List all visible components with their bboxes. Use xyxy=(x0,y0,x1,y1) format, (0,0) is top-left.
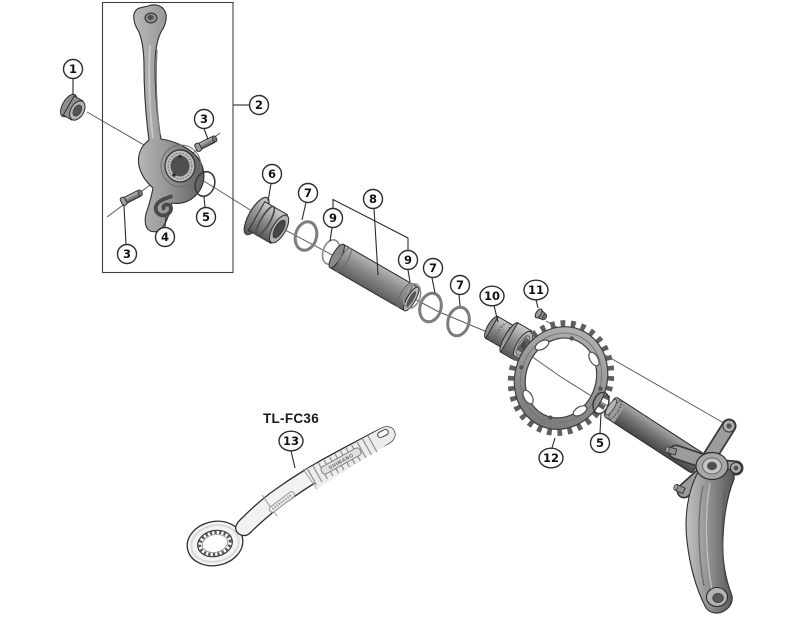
leader-11 xyxy=(535,299,539,309)
chainring-mount-holes xyxy=(519,336,603,420)
callout-7a: 7 xyxy=(297,182,319,204)
svg-text:2: 2 xyxy=(255,98,263,112)
leader-5b xyxy=(599,413,602,434)
svg-text:6: 6 xyxy=(268,167,276,181)
leader-3b xyxy=(123,205,127,245)
callout-7c: 7 xyxy=(449,274,471,296)
callout-10: 10 xyxy=(479,285,505,307)
callout-5-right: 5 xyxy=(589,432,611,454)
o-ring-9b xyxy=(402,283,422,309)
left-crank-group-box xyxy=(101,1,234,274)
right-crank-arm xyxy=(665,418,744,614)
leader-7c xyxy=(458,294,461,307)
svg-text:7: 7 xyxy=(429,261,437,275)
svg-text:7: 7 xyxy=(456,278,464,292)
spider-boss xyxy=(695,451,729,481)
leader-4 xyxy=(164,216,167,228)
svg-text:1: 1 xyxy=(69,62,77,76)
left-crank-arm xyxy=(133,4,205,233)
callout-1: 1 xyxy=(62,58,84,80)
callout-13: 13 xyxy=(278,430,304,452)
leader-6 xyxy=(267,183,272,202)
bracket-9 xyxy=(332,198,409,250)
svg-text:9: 9 xyxy=(329,211,337,225)
o-ring-7c xyxy=(446,305,471,338)
callout-3-upper: 3 xyxy=(193,108,215,130)
svg-text:3: 3 xyxy=(200,112,208,126)
bb-cup-right xyxy=(484,315,534,361)
pinch-bolt-upper xyxy=(194,135,218,152)
svg-text:9: 9 xyxy=(404,253,412,267)
leader-9b xyxy=(407,269,411,283)
leader-13 xyxy=(290,450,296,469)
svg-text:11: 11 xyxy=(528,283,544,297)
leader-lines xyxy=(72,78,602,469)
leader-7a xyxy=(301,202,307,221)
callout-9b: 9 xyxy=(397,249,419,271)
svg-text:3: 3 xyxy=(123,247,131,261)
o-ring-right xyxy=(592,391,610,415)
pinch-bolt-lower xyxy=(119,189,143,206)
leader-10 xyxy=(493,305,499,323)
o-ring-7a xyxy=(293,220,319,252)
leader-7b xyxy=(431,277,436,294)
svg-text:5: 5 xyxy=(596,436,604,450)
svg-text:13: 13 xyxy=(283,434,299,448)
svg-text:7: 7 xyxy=(304,186,312,200)
bb-cup-left xyxy=(243,196,290,244)
callout-7b: 7 xyxy=(422,257,444,279)
leader-12 xyxy=(551,437,556,449)
spider-arms xyxy=(665,418,744,499)
leader-9a xyxy=(329,227,333,242)
svg-text:12: 12 xyxy=(543,451,559,465)
crank-fixing-cap xyxy=(60,93,86,121)
callout-9a: 9 xyxy=(322,207,344,229)
stopper-clip xyxy=(153,194,173,218)
svg-text:8: 8 xyxy=(369,192,377,206)
leader-5a xyxy=(203,196,206,208)
tool-model-label: TL-FC36 xyxy=(263,411,319,426)
callout-6: 6 xyxy=(261,163,283,185)
o-ring-7b xyxy=(418,291,443,324)
wrench-hang-hole xyxy=(377,428,389,439)
svg-text:5: 5 xyxy=(202,210,210,224)
svg-text:10: 10 xyxy=(484,289,500,303)
o-ring-left xyxy=(194,170,216,198)
callout-8: 8 xyxy=(362,188,384,210)
callout-5-left: 5 xyxy=(195,206,217,228)
leader-3a xyxy=(203,128,209,140)
callout-3-lower: 3 xyxy=(116,243,138,265)
bb-wrench-tool: SHIMANO xyxy=(186,426,396,567)
callout-11: 11 xyxy=(523,279,549,301)
callout-4: 4 xyxy=(154,226,176,248)
chainring-bolt xyxy=(534,308,548,321)
leader-8 xyxy=(373,208,379,276)
callout-2: 2 xyxy=(248,94,270,116)
spacer-tube xyxy=(328,243,420,312)
svg-text:4: 4 xyxy=(161,230,169,244)
callout-12: 12 xyxy=(538,447,564,469)
